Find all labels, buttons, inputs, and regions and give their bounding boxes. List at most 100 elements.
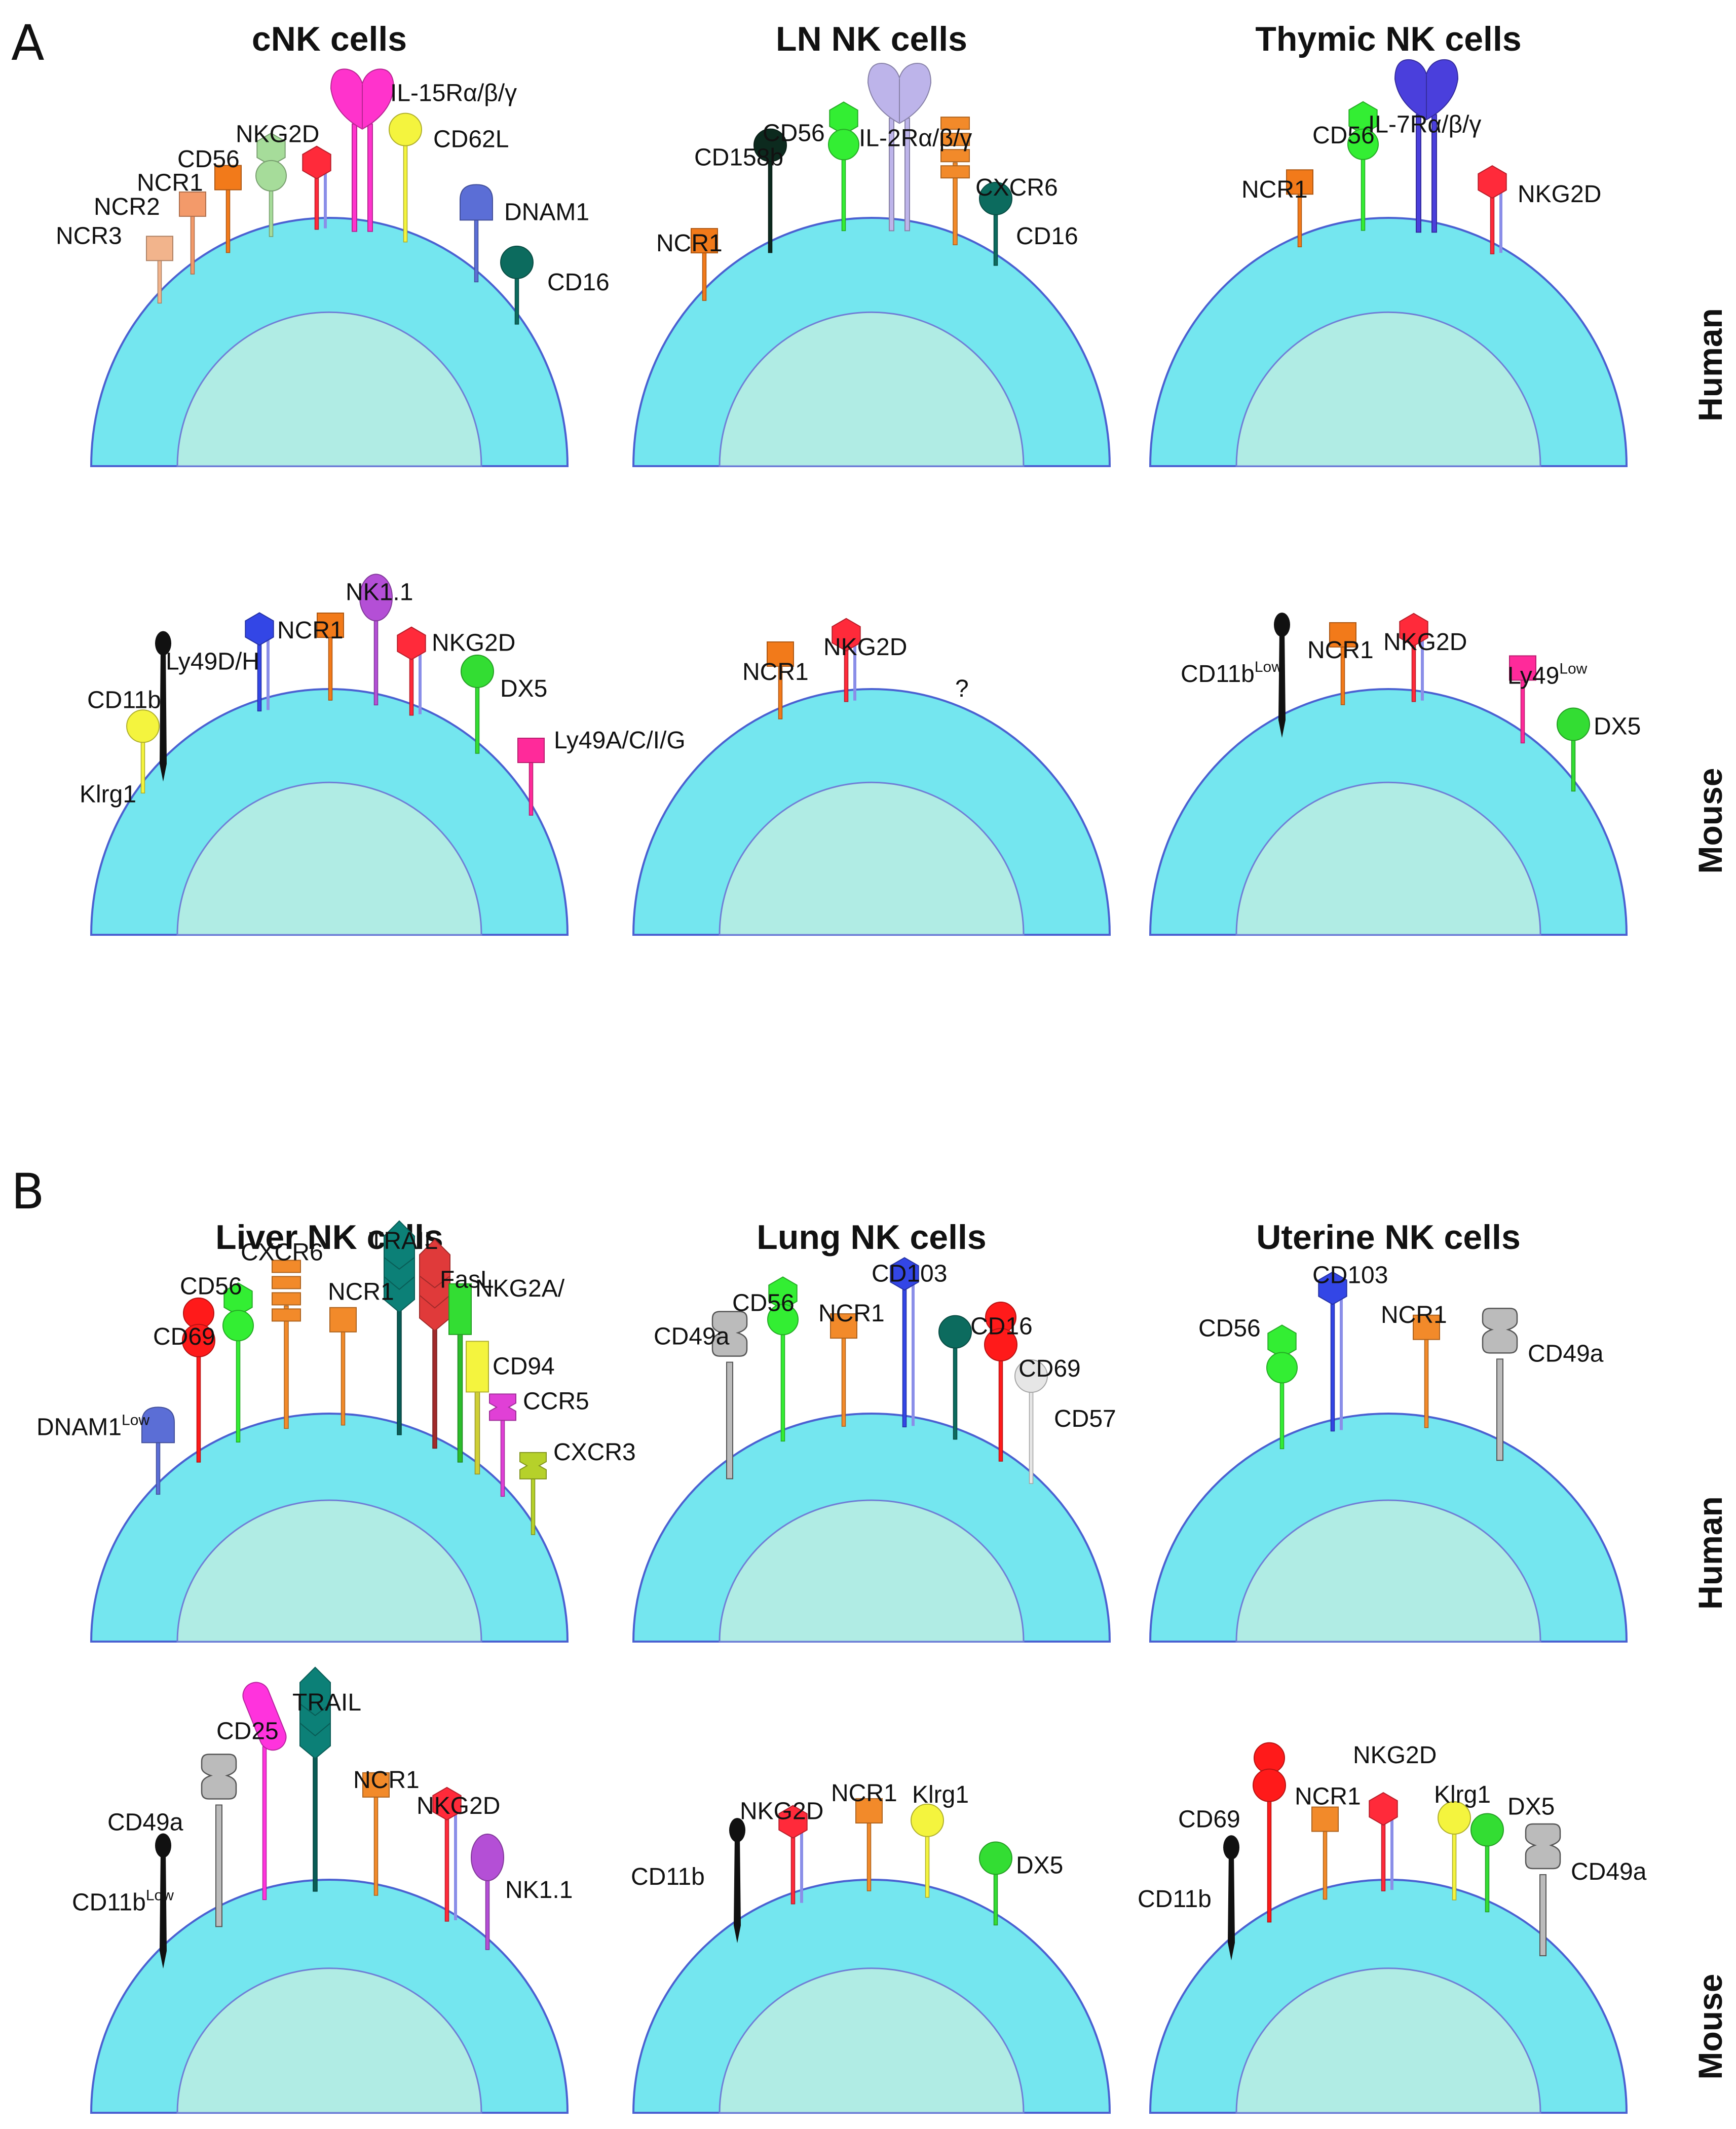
receptor-label: NCR1	[1307, 637, 1374, 664]
receptor-label: NKG2D	[417, 1793, 500, 1819]
receptor-cd57	[1014, 1359, 1048, 1484]
receptor-label: IL-7Rα/β/γ	[1368, 111, 1481, 138]
receptor-label: CD69	[1018, 1355, 1081, 1382]
receptor-label: NCR1	[1381, 1302, 1447, 1328]
receptor-il-15r-	[330, 68, 395, 232]
cell-dome	[1149, 1879, 1628, 2114]
receptor-ncr1	[214, 165, 242, 253]
cell-dome	[1149, 688, 1628, 936]
receptor-cd11b	[1274, 613, 1290, 738]
species-label-human-b: Human	[1691, 1496, 1729, 1610]
receptor-nk1-1	[359, 574, 393, 706]
cell-dome	[90, 217, 569, 467]
receptor-label: CXCR3	[553, 1439, 636, 1466]
receptor-cd49a	[711, 1311, 748, 1479]
cell-nucleus	[176, 781, 482, 936]
receptor-label: DX5	[1016, 1852, 1063, 1879]
receptor-cd158b	[753, 128, 787, 253]
receptor-cd56	[1266, 1324, 1298, 1450]
receptor-label: CD11b	[1138, 1886, 1212, 1913]
receptor-label: NKG2D	[236, 121, 319, 148]
receptor-nkg2a-	[448, 1283, 472, 1463]
receptor-cd69	[182, 1297, 215, 1463]
cell-nucleus	[719, 311, 1025, 467]
cell-dome	[90, 1413, 569, 1643]
receptor-nkg2d	[1399, 613, 1428, 702]
receptor-ncr1	[767, 641, 794, 719]
receptor-cd49a	[1525, 1823, 1561, 1957]
receptor-label: CD56	[763, 120, 825, 146]
receptor-label: CXCR6	[975, 174, 1058, 201]
receptor-label: DX5	[1594, 713, 1641, 740]
receptor-ncr1	[1329, 622, 1356, 705]
receptor-label: CD49a	[654, 1323, 730, 1350]
receptor-label: NCR1	[818, 1300, 885, 1327]
species-label-mouse-b: Mouse	[1691, 1973, 1729, 2079]
cell-dome	[1149, 1413, 1628, 1643]
receptor-label: IL-15Rα/β/γ	[390, 80, 517, 107]
receptor-cd49a	[1482, 1308, 1518, 1461]
receptor-labels: NCR3NCR2NCR1CD56NKG2DIL-15Rα/β/γCD62LDNA…	[36, 80, 1647, 1916]
receptor-nkg2d	[397, 626, 426, 716]
receptor-label: CD49a	[1528, 1340, 1604, 1367]
receptor-label: CD11bLow	[72, 1887, 174, 1916]
receptor-label: NKG2D	[1518, 181, 1601, 208]
cell-nucleus	[1235, 1967, 1541, 2114]
receptor-label: DX5	[1507, 1793, 1555, 1820]
receptor-ncr1	[855, 1798, 883, 1891]
receptor-label: Ly49D/H	[166, 648, 259, 675]
cell-nucleus	[1235, 311, 1541, 467]
receptor-ly49	[1509, 655, 1536, 744]
receptor-klrg1	[1438, 1801, 1471, 1900]
receptor-nkg2d	[1369, 1792, 1398, 1891]
receptor-cd103	[1318, 1271, 1347, 1432]
receptor-ly49a-c-i-g	[517, 738, 545, 816]
cell-nucleus	[1235, 781, 1541, 936]
receptor-label: IL-2Rα/β/γ	[859, 125, 972, 151]
receptor-label: Klrg1	[80, 781, 136, 808]
receptor-ly49d-h	[245, 612, 274, 712]
receptor-label: CD69	[1178, 1806, 1240, 1833]
receptor-dx5	[1557, 707, 1590, 792]
receptor-label: CXCR6	[241, 1239, 323, 1266]
receptor-nkg2d	[832, 618, 861, 702]
receptor-label: CD11b	[631, 1864, 705, 1890]
receptor-ncr1	[1311, 1806, 1339, 1900]
cell-nucleus	[719, 781, 1025, 936]
receptor-ncr2	[179, 191, 206, 275]
receptor-label: CD57	[1054, 1405, 1116, 1432]
receptor-label: CD56	[1312, 122, 1375, 149]
receptor-trail	[299, 1666, 331, 1892]
title-lung-nk-cells: Lung NK cells	[757, 1218, 986, 1257]
receptor-ncr1	[830, 1313, 857, 1427]
receptor-ncr1	[317, 613, 344, 701]
receptor-cd11b	[155, 631, 171, 782]
receptor-ncr1	[1286, 169, 1313, 247]
receptor-nkg2d	[1478, 165, 1507, 254]
receptor-label: DNAM1	[504, 199, 589, 225]
cell-nucleus	[719, 1499, 1025, 1643]
title-ln-nk-cells: LN NK cells	[776, 20, 967, 58]
receptor-label: NCR1	[831, 1780, 897, 1807]
receptor-label: NCR1	[277, 617, 344, 644]
panel-letter-a: A	[11, 15, 45, 71]
receptor-label: NKG2D	[432, 630, 515, 657]
receptor-label: NKG2D	[1353, 1742, 1437, 1769]
receptor-cd49a	[201, 1754, 237, 1927]
cell-nucleus	[1235, 1499, 1541, 1643]
receptor-label: CD25	[216, 1718, 279, 1744]
receptor-cd94	[466, 1341, 489, 1475]
receptor-il-7r-	[1394, 59, 1459, 233]
cell-nucleus	[719, 1967, 1025, 2114]
receptor-label: NKG2D	[1383, 629, 1467, 656]
receptor-dnam1	[141, 1406, 175, 1495]
receptor-label: CD16	[547, 269, 610, 296]
cell-bodies	[90, 217, 1628, 2114]
receptor-cd56	[255, 132, 287, 237]
receptor-dx5	[461, 654, 494, 754]
receptor-nkg2d	[432, 1786, 462, 1922]
receptor-label: CD103	[872, 1260, 947, 1287]
receptor-label: CD49a	[1571, 1858, 1647, 1885]
receptor-label: CD16	[970, 1313, 1033, 1340]
receptor-label: CD49a	[107, 1809, 183, 1836]
